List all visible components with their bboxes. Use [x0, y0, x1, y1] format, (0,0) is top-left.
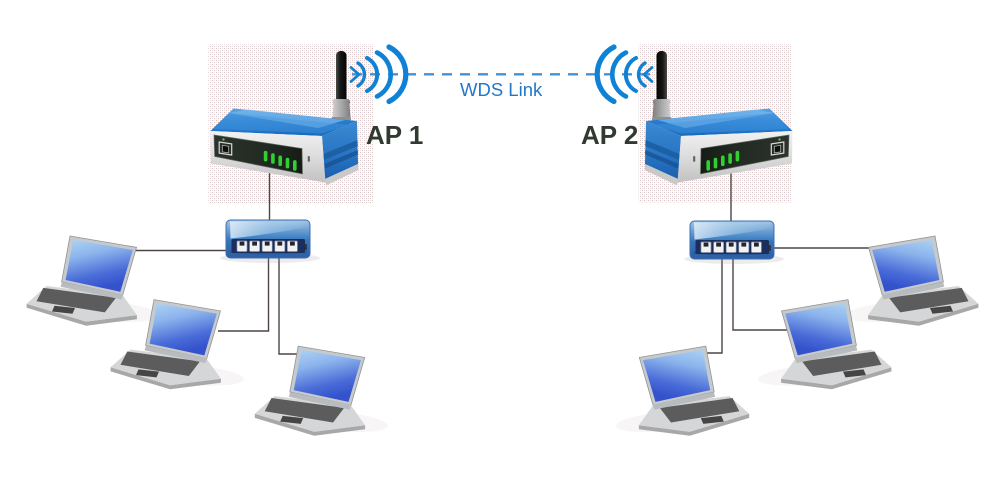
svg-text:AP 1: AP 1: [366, 120, 423, 150]
svg-text:WDS Link: WDS Link: [460, 79, 543, 100]
svg-text:AP 2: AP 2: [581, 120, 638, 150]
